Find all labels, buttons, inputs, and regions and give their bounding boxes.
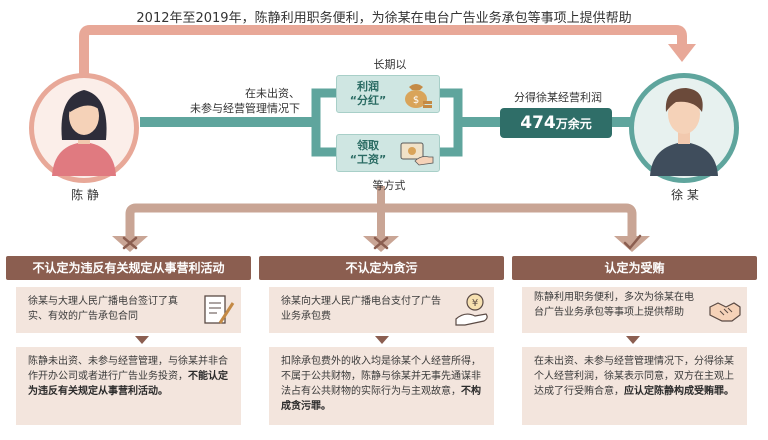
page-title: 2012年至2019年，陈静利用职务便利，为徐某在电台广告业务承包等事项上提供帮…: [136, 11, 632, 26]
reason-text: 在未出资、未参与经营管理情况下，分得徐某个人经营利润，徐某表示同意，双方在主观上…: [534, 354, 739, 399]
svg-text:¥: ¥: [472, 298, 478, 309]
method-dividend: 利润 “分红” $: [336, 75, 440, 113]
reason-plain: 扣除承包费外的收入均是徐某个人经营所得，不属于公共财物，陈静与徐某并无事先通谋非…: [281, 356, 481, 397]
section-1-reason-card: 陈静未出资、未参与经营管理，与徐某并非合作开办公司或者进行广告业务投资，不能认定…: [16, 347, 241, 425]
method-salary-line-1: 领取: [357, 139, 379, 152]
salary-card-icon: [400, 142, 434, 166]
method-salary-line-2: “工资”: [349, 153, 387, 166]
reason-text: 扣除承包费外的收入均是徐某个人经营所得，不属于公共财物，陈静与徐某并无事先通谋非…: [281, 354, 486, 414]
cross-icon: [122, 236, 138, 250]
method-dividend-line-2: “分红”: [349, 94, 387, 107]
reason-conclusion: 应认定陈静构成受贿罪。: [624, 386, 734, 397]
down-arrow-icon: [626, 336, 640, 344]
down-arrow-icon: [135, 336, 149, 344]
condition-line-2: 未参与经营管理情况下: [190, 102, 300, 115]
methods-suffix: 等方式: [372, 179, 406, 192]
fact-text: 徐某向大理人民广播电台支付了广告业务承包费: [281, 296, 441, 322]
cross-icon: [373, 236, 389, 250]
method-salary: 领取 “工资”: [336, 134, 440, 172]
section-heading: 认定为受贿: [512, 256, 757, 280]
section-heading: 不认定为贪污: [259, 256, 504, 280]
down-arrow-icon: [375, 336, 389, 344]
money-bag-icon: $: [405, 84, 432, 108]
condition-line-1: 在未出资、: [245, 87, 300, 100]
section-3-fact-card: 陈静利用职务便利，多次为徐某在电台广告业务承包等事项上提供帮助: [522, 287, 747, 333]
tree-stem: [377, 186, 385, 206]
reason-conclusion: 不构成贪污罪。: [281, 386, 481, 412]
section-2-fact-card: 徐某向大理人民广播电台支付了广告业务承包费 ¥: [269, 287, 494, 333]
profit-label: 分得徐某经营利润: [514, 91, 602, 104]
flow-bar-right: [608, 117, 648, 127]
flow-bar-left: [140, 117, 320, 127]
reason-conclusion: 不能认定为违反有关规定从事营利活动。: [28, 371, 228, 397]
fact-text: 徐某与大理人民广播电台签订了真实、有效的广告承包合同: [28, 296, 178, 322]
right-person-name: 徐 某: [671, 188, 699, 202]
check-icon: [623, 234, 642, 250]
section-heading: 不认定为违反有关规定从事营利活动: [6, 256, 251, 280]
long-term-label: 长期以: [373, 58, 407, 71]
reason-text: 陈静未出资、未参与经营管理，与徐某并非合作开办公司或者进行广告业务投资，不能认定…: [28, 354, 233, 399]
reason-plain: 在未出资、未参与经营管理情况下，分得徐某个人经营利润，徐某表示同意，双方在主观上…: [534, 356, 734, 397]
svg-text:$: $: [413, 95, 419, 106]
top-flow-arrow: [79, 25, 687, 75]
top-arrow-head: [668, 44, 696, 62]
method-dividend-line-1: 利润: [357, 80, 379, 93]
flow-bar-mid: [454, 117, 506, 127]
coin-hand-icon: ¥: [455, 293, 488, 326]
section-1-fact-card: 徐某与大理人民广播电台签订了真实、有效的广告承包合同: [16, 287, 241, 333]
split-bracket-left: [311, 88, 336, 157]
amount-number: 474: [520, 113, 556, 133]
amount-badge: 474万余元: [500, 108, 612, 138]
handshake-icon: [709, 302, 741, 322]
contract-pen-icon: [204, 295, 235, 324]
man-avatar-icon: [650, 88, 718, 176]
left-person-name: 陈 静: [71, 188, 99, 202]
tree-center-branch: [377, 208, 385, 236]
fact-text: 陈静利用职务便利，多次为徐某在电台广告业务承包等事项上提供帮助: [534, 292, 694, 318]
section-2-reason-card: 扣除承包费外的收入均是徐某个人经营所得，不属于公共财物，陈静与徐某并无事先通谋非…: [269, 347, 494, 425]
reason-plain: 陈静未出资、未参与经营管理，与徐某并非合作开办公司或者进行广告业务投资，: [28, 356, 228, 382]
section-3-reason-card: 在未出资、未参与经营管理情况下，分得徐某个人经营利润，徐某表示同意，双方在主观上…: [522, 347, 747, 425]
amount-unit: 万余元: [555, 117, 592, 131]
woman-avatar-icon: [52, 90, 116, 176]
